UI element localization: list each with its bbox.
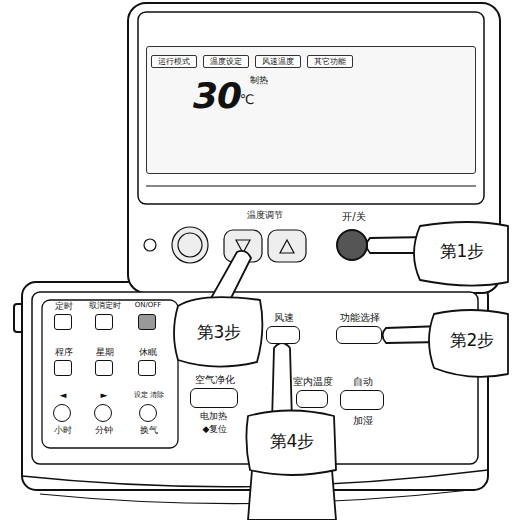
tab-label: 温度设定 (210, 58, 242, 66)
key-button: 休眠 (138, 360, 156, 376)
button-label: 风速 (273, 312, 295, 324)
button-label: 空气净化 (194, 374, 236, 386)
mode-text: 制热 (250, 75, 268, 85)
step-callout: 第2步 (449, 331, 496, 351)
button-label: 自动 (352, 376, 374, 388)
round-key: ◄小时 (53, 404, 71, 422)
button-label: ON/OFF (134, 301, 163, 309)
round-button-inner (178, 233, 202, 257)
key-button: 程序 (54, 360, 72, 376)
up-arrow (280, 240, 294, 253)
upper-housing (128, 3, 500, 293)
keypad-group (42, 300, 178, 448)
button-label: 功能选择 (339, 312, 381, 324)
button-label: 加湿 (352, 415, 374, 427)
key-button: 定时 (54, 314, 72, 330)
button-label: 取消定时 (88, 301, 122, 310)
auto-button: 自动加湿 (340, 390, 384, 410)
hand-3 (174, 251, 262, 367)
temp-buttons: 温度调节 (222, 228, 308, 264)
up-button (268, 230, 306, 262)
key-button: 星期 (95, 360, 113, 376)
unit: ℃ (240, 93, 255, 108)
display-tab: 运行模式 (151, 55, 197, 68)
round-key: ►分钟 (94, 404, 112, 422)
button-label: 设定 清除 (133, 391, 165, 399)
function-button: 功能选择 (336, 326, 382, 344)
round-key: 设定 清除换气 (139, 404, 157, 422)
lcd-screen: 30℃ 制热 运行模式 温度设定 风速温度 其它功能 (146, 46, 476, 174)
display-line (146, 185, 476, 186)
tab-label: 风速温度 (262, 58, 294, 66)
button-label: 电加热 (199, 411, 228, 421)
button-label: 开/关 (341, 211, 366, 223)
button-label: 星期 (95, 347, 115, 357)
button-label: 温度调节 (246, 210, 284, 220)
button-label: 程序 (54, 347, 74, 357)
round-button (172, 227, 208, 263)
hand-1 (367, 222, 509, 286)
fan-speed-button: 风速 (266, 326, 300, 344)
button-label: 小时 (53, 425, 73, 435)
display-tab: 其它功能 (307, 55, 353, 68)
button-label: 室内温度 (292, 376, 334, 388)
step-callout: 第4步 (269, 432, 316, 452)
button-label: 休眠 (138, 347, 158, 357)
room-temp-button: 室内温度 (296, 390, 328, 408)
hand-2 (383, 310, 509, 377)
step-callout: 第3步 (196, 323, 243, 343)
key-button: ON/OFF (138, 314, 156, 330)
temperature-value: 30 (193, 75, 241, 116)
button-label: ◆复位 (202, 424, 229, 434)
key-button: 取消定时 (95, 314, 113, 330)
power-button: 开/关 (336, 229, 368, 261)
led (144, 239, 156, 251)
step-callout: 第1步 (439, 242, 486, 262)
hand-4 (246, 343, 336, 520)
display-frame (138, 12, 484, 204)
air-clean-button: 空气净化电加热◆复位 (190, 388, 238, 408)
display-tab: 温度设定 (203, 55, 249, 68)
button-label: ◄ (59, 390, 68, 400)
button-label: 定时 (54, 301, 74, 311)
button-label: 换气 (139, 425, 159, 435)
display-tab: 风速温度 (255, 55, 301, 68)
button-label: 分钟 (94, 425, 114, 435)
lower-housing (22, 282, 488, 490)
tab-label: 运行模式 (158, 58, 190, 66)
button-label: ► (100, 390, 109, 400)
tab-label: 其它功能 (314, 58, 346, 66)
